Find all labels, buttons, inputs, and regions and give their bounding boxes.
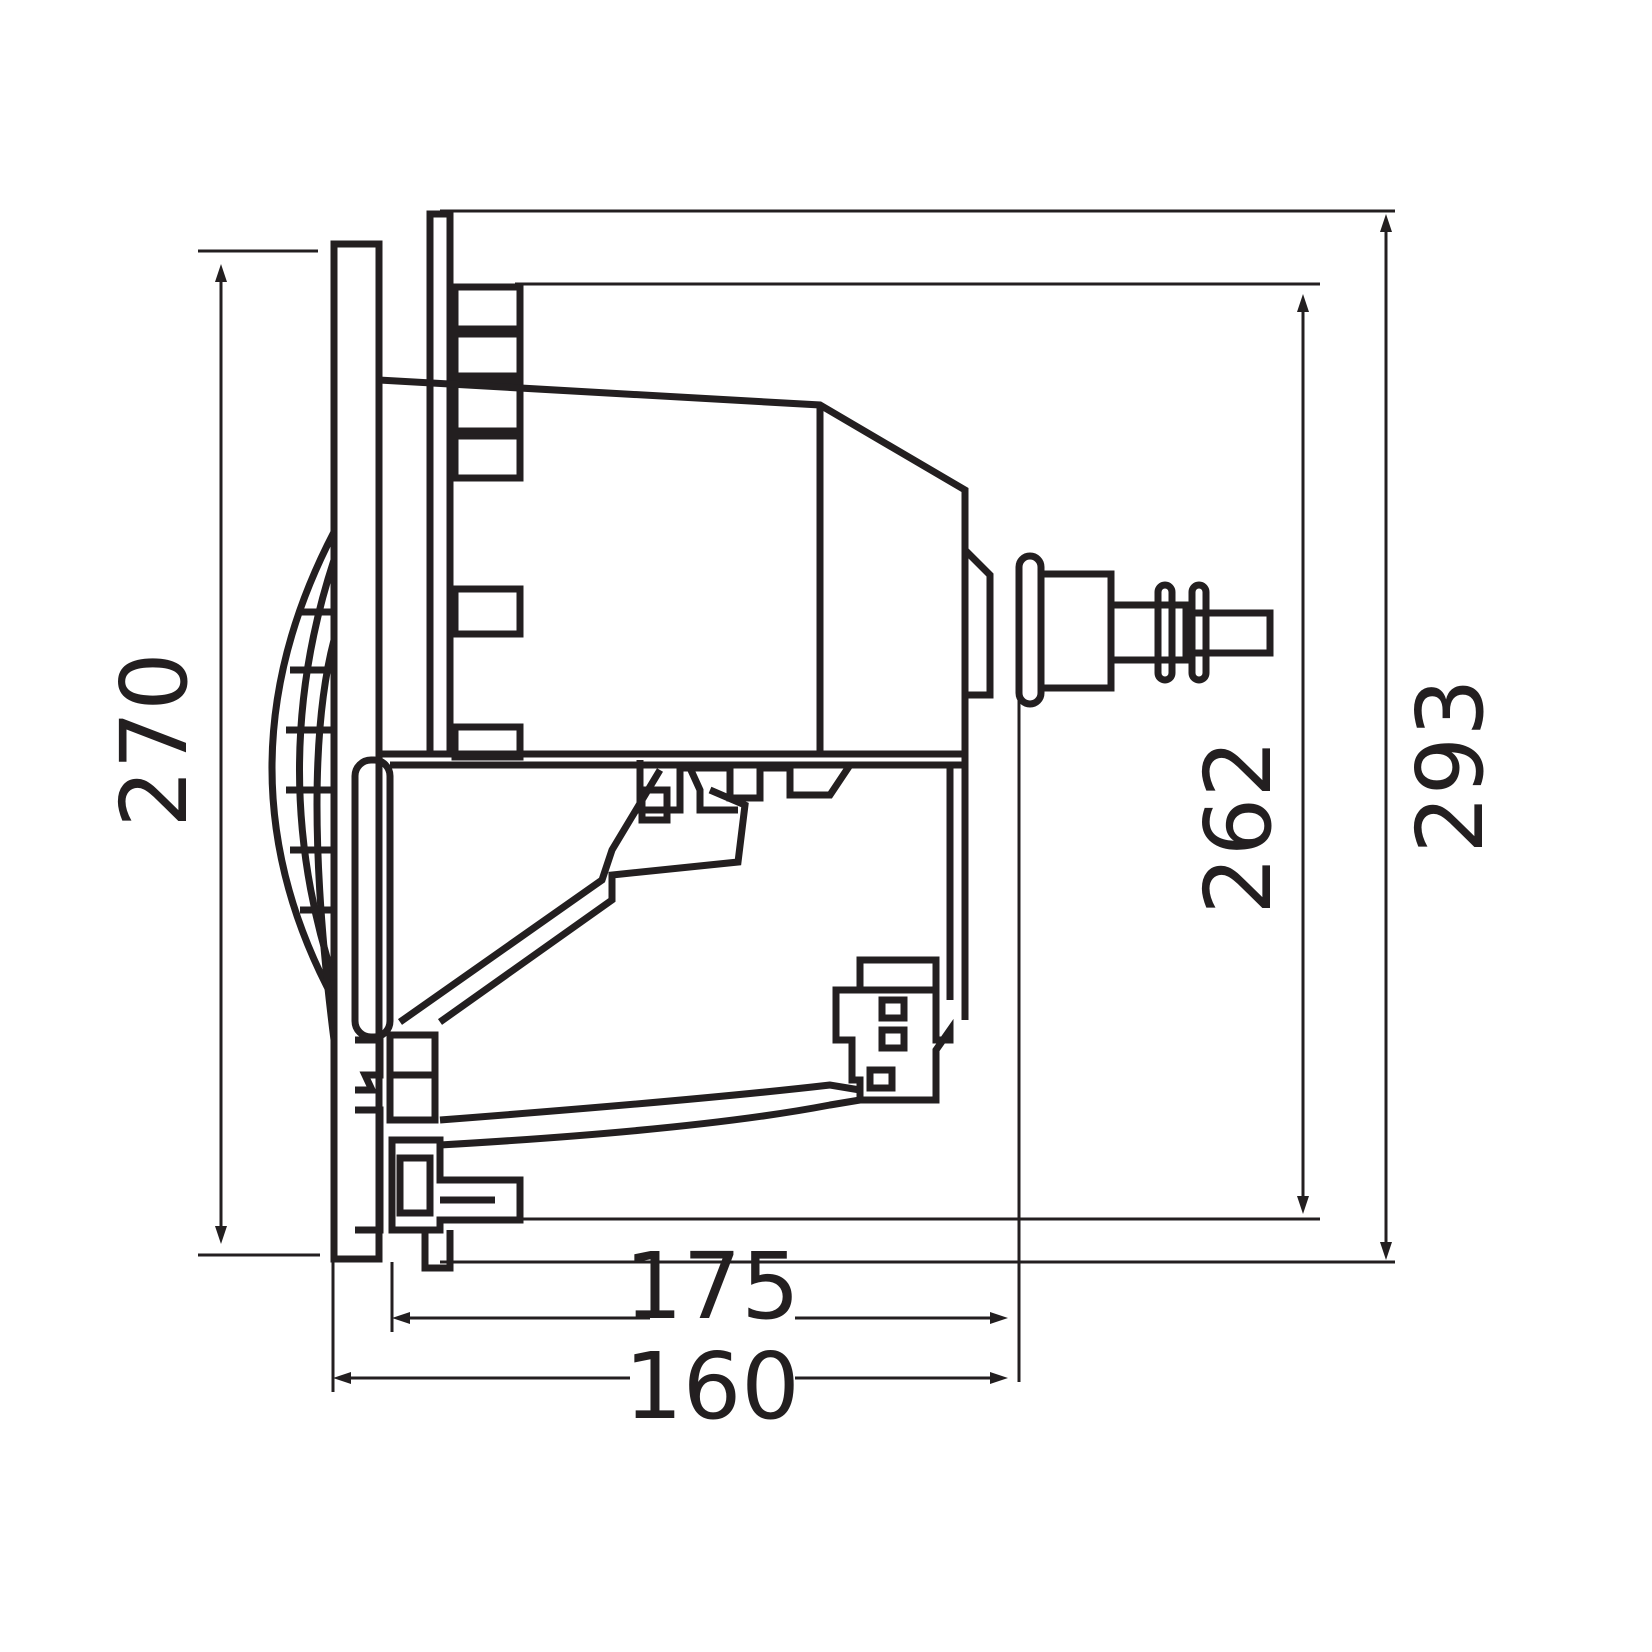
- cable-gland-base: [962, 547, 994, 699]
- lower-base: [439, 1081, 861, 1124]
- terminal-box-cap: [856, 956, 940, 994]
- foot: [421, 1230, 454, 1272]
- gland-body: [1037, 570, 1115, 692]
- cable-end: [1182, 609, 1274, 657]
- terminal: [866, 1066, 896, 1092]
- flange-detail: [355, 1036, 384, 1094]
- dim-label-270: 270: [101, 652, 208, 828]
- rib: [451, 432, 524, 482]
- arrowhead: [215, 264, 227, 282]
- dimension-labels: 293 262 270 175 160: [101, 652, 1504, 1440]
- lens-dome: [268, 530, 338, 1002]
- terminal: [878, 1026, 908, 1052]
- arrowhead: [990, 1372, 1008, 1384]
- gland-o-ring: [1188, 581, 1210, 684]
- reflector-bracket: [397, 768, 664, 1025]
- clip-tab: [396, 1154, 434, 1217]
- arrowhead: [1380, 214, 1392, 232]
- lens-gasket: [351, 756, 394, 1041]
- arrowhead: [333, 1372, 351, 1384]
- dim-label-262: 262: [1185, 739, 1292, 915]
- rib: [451, 377, 524, 435]
- gland-o-ring: [1154, 581, 1176, 684]
- dim-label-160: 160: [624, 1333, 800, 1440]
- terminal-box: [832, 986, 954, 1104]
- terminal: [878, 996, 908, 1022]
- mount-tabs: [636, 760, 853, 814]
- dim-label-175: 175: [624, 1233, 800, 1340]
- mount-clip: [686, 766, 738, 814]
- mount-block: [638, 786, 671, 824]
- dim-label-293: 293: [1397, 678, 1504, 854]
- upper-housing: [378, 376, 969, 758]
- arrowhead: [990, 1312, 1008, 1324]
- arrowhead: [215, 1226, 227, 1244]
- clip-latch: [388, 1136, 524, 1234]
- mounting-plate: [426, 210, 454, 758]
- rib: [451, 330, 524, 380]
- rib: [451, 283, 524, 333]
- dimension-lines: [198, 209, 1395, 1392]
- pool-light-fixture: [268, 210, 1274, 1272]
- arrowhead: [1297, 1196, 1309, 1214]
- arrowhead: [1297, 294, 1309, 312]
- arrowhead: [1380, 1242, 1392, 1260]
- rib: [451, 585, 524, 638]
- arrowhead: [392, 1312, 410, 1324]
- reflector-bracket-inner: [437, 786, 749, 1025]
